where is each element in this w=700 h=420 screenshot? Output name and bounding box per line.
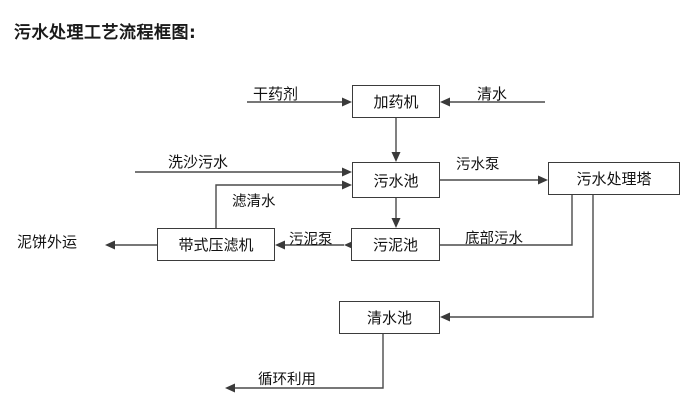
- node-label: 加药机: [373, 93, 419, 111]
- node-label: 污水处理塔: [576, 170, 652, 188]
- edge-label-recycle-reuse: 循环利用: [258, 372, 316, 388]
- edge-label-wastewater-pump: 污水泵: [456, 157, 500, 173]
- node-wastewater-pool[interactable]: 污水池: [352, 162, 440, 198]
- page-title: 污水处理工艺流程框图:: [14, 23, 197, 43]
- edge-label-sludge-pump: 污泥泵: [289, 232, 333, 248]
- node-label: 污水池: [373, 171, 419, 190]
- node-dosing-machine[interactable]: 加药机: [352, 85, 440, 118]
- node-treatment-tower[interactable]: 污水处理塔: [548, 162, 680, 195]
- node-sludge-pool[interactable]: 污泥池: [351, 228, 440, 261]
- terminal-clean-water-inlet: 清水: [477, 85, 508, 103]
- terminal-dry-chemical: 干药剂: [253, 85, 299, 103]
- terminal-sand-wash-wastewater: 洗沙污水: [168, 153, 229, 171]
- node-label: 污泥池: [372, 236, 418, 254]
- edge-label-filtered-clean-water: 滤清水: [232, 194, 276, 210]
- node-label: 带式压滤机: [178, 236, 254, 254]
- node-clean-water-pool[interactable]: 清水池: [339, 301, 440, 334]
- edge-label-bottom-wastewater: 底部污水: [465, 231, 523, 247]
- node-label: 清水池: [366, 309, 412, 327]
- node-belt-filter-press[interactable]: 带式压滤机: [157, 228, 275, 261]
- terminal-mud-cake-out: 泥饼外运: [17, 233, 78, 251]
